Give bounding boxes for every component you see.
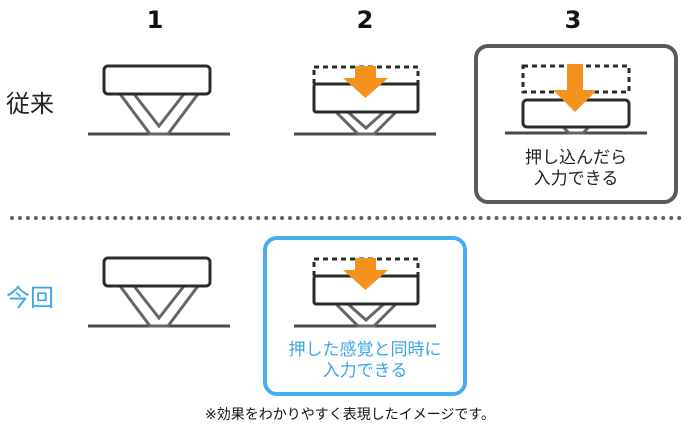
down-arrow-icon bbox=[343, 258, 388, 290]
caption-conventional-line1: 押し込んだら bbox=[525, 148, 627, 168]
highlight-frame-this-time bbox=[263, 236, 467, 396]
down-arrow-icon bbox=[553, 64, 597, 112]
scissor-inner bbox=[132, 285, 186, 321]
keycap-fully-pressed-icon bbox=[505, 64, 647, 135]
scissor-outer bbox=[118, 285, 200, 328]
caption-this-time-line2: 入力できる bbox=[322, 361, 408, 381]
scissor-inner bbox=[347, 110, 385, 131]
scissor-inner bbox=[347, 302, 385, 323]
footnote: ※効果をわかりやすく表現したイメージです。 bbox=[204, 407, 496, 423]
keycap-partially-pressed-icon bbox=[294, 65, 436, 136]
step-number-2: 2 bbox=[356, 6, 374, 34]
scissor-inner bbox=[132, 93, 186, 129]
scissor-collapsed bbox=[561, 125, 591, 135]
keycap-on-scissor-switch-icon bbox=[88, 256, 230, 328]
caption-conventional-line2: 入力できる bbox=[533, 169, 619, 189]
step-number-3: 3 bbox=[564, 6, 582, 34]
caption-this-time-line1: 押した感覚と同時に bbox=[288, 340, 442, 360]
row-label-this-time: 今回 bbox=[6, 284, 54, 312]
keycap-partially-pressed-icon bbox=[294, 257, 436, 328]
scissor-outer bbox=[334, 302, 398, 328]
highlight-frame-conventional bbox=[474, 44, 678, 204]
step-number-1: 1 bbox=[146, 6, 164, 34]
scissor-outer bbox=[334, 110, 398, 136]
down-arrow-icon bbox=[343, 66, 388, 98]
row-label-conventional: 従来 bbox=[6, 90, 54, 118]
caption-conventional: 押し込んだら 入力できる bbox=[478, 148, 674, 190]
scissor-outer bbox=[118, 93, 200, 136]
caption-this-time: 押した感覚と同時に 入力できる bbox=[267, 340, 463, 382]
row-divider bbox=[10, 216, 682, 220]
keycap bbox=[102, 64, 212, 96]
keycap bbox=[102, 256, 212, 288]
keycap-on-scissor-switch-icon bbox=[88, 64, 230, 136]
